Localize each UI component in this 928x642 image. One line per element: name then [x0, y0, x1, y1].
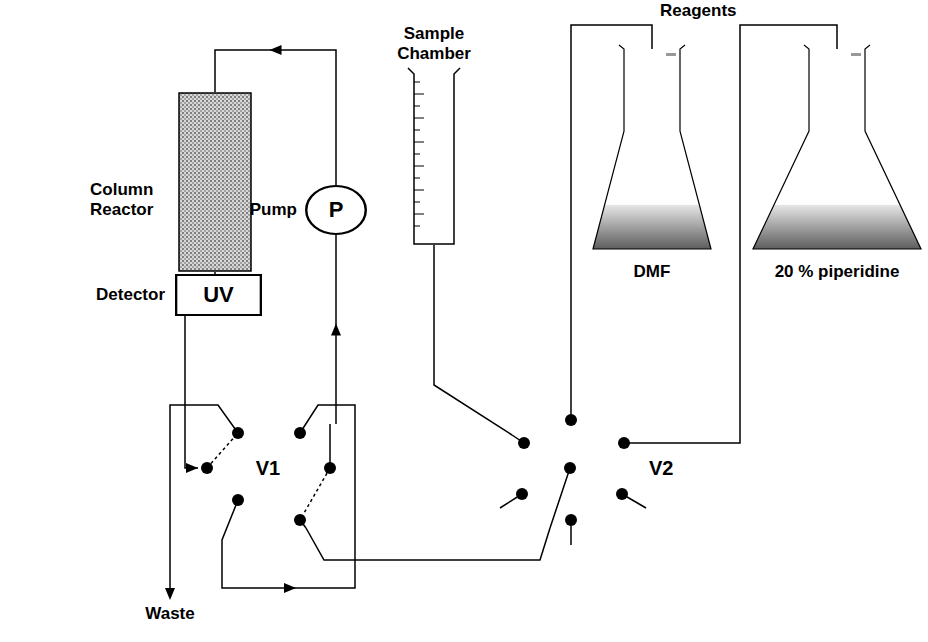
- node-symbol: P: [305, 198, 367, 222]
- flow-line: [185, 316, 198, 468]
- v2-lines: [500, 45, 837, 545]
- pump: PumpP: [305, 185, 367, 235]
- node-label: Pump: [250, 200, 297, 220]
- reagent-flask-outline: [592, 45, 712, 250]
- column-reactor: Column Reactor: [178, 92, 252, 272]
- sample-chamber: Sample Chamber: [408, 68, 460, 245]
- column-reactor-outline: [178, 92, 252, 272]
- group-label: Reagents: [660, 1, 737, 21]
- reagent-flask-outline: [752, 45, 922, 250]
- v1-lines: [170, 405, 355, 590]
- valve-v2-outline: [512, 410, 635, 528]
- outlet-label: Waste: [145, 604, 194, 624]
- valve-v1: V1: [198, 424, 338, 528]
- reagent-flask: DMF: [592, 45, 712, 250]
- sample-chamber-outline: [408, 68, 460, 245]
- node-label: DMF: [634, 262, 671, 282]
- v2-ports: [516, 414, 630, 526]
- flow-line: [306, 528, 550, 560]
- uv-detector: DetectorUV: [175, 274, 262, 316]
- loop-arrowhead: [284, 583, 296, 593]
- node-label: Detector: [96, 285, 165, 305]
- flow-line: [214, 272, 216, 274]
- arrowhead: [186, 463, 198, 473]
- node-label: 20 % piperidine: [775, 262, 900, 282]
- node-label: V1: [256, 458, 280, 478]
- valve-v2: V2: [512, 410, 635, 528]
- node-symbol: UV: [175, 283, 262, 307]
- node-label: Sample Chamber: [374, 24, 494, 64]
- node-label: Column Reactor: [90, 180, 170, 220]
- arrowhead: [331, 324, 341, 336]
- arrowhead: [270, 45, 282, 55]
- reagent-flask: 20 % piperidine: [752, 45, 922, 250]
- flow-line: [434, 245, 512, 435]
- node-label: V2: [649, 458, 673, 478]
- waste-arrowhead: [165, 588, 175, 600]
- v1-ports: [201, 427, 336, 526]
